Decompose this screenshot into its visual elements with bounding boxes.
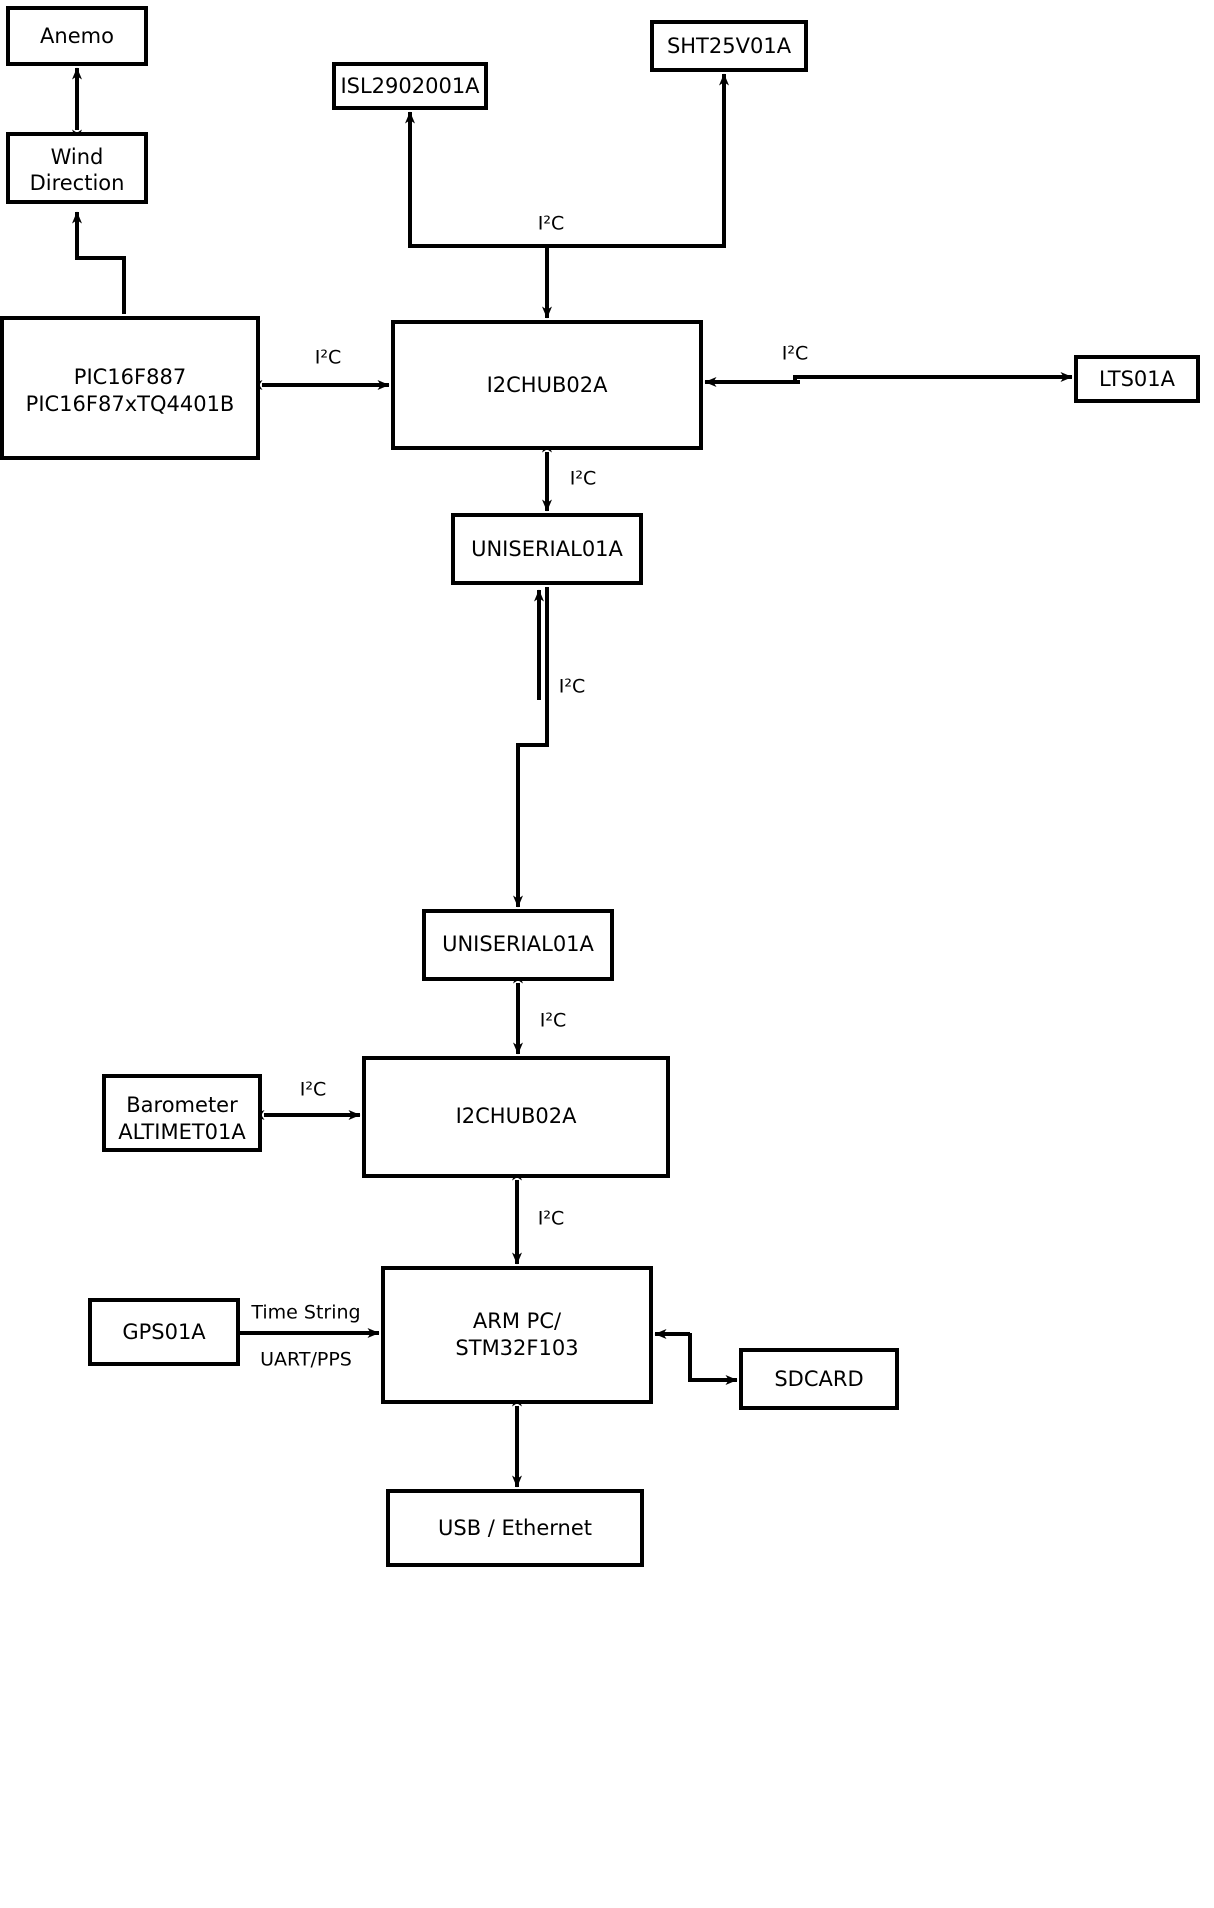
node-label-i2chub02a: I2CHUB02A xyxy=(456,1104,578,1128)
node-box[interactable] xyxy=(739,1348,899,1410)
edge-path-down xyxy=(513,587,549,908)
node-box[interactable] xyxy=(0,316,260,460)
node-label-anemo: Anemo xyxy=(40,24,114,48)
node-uniserial01a-lower[interactable]: UNISERIAL01A xyxy=(422,909,614,981)
node-isl2902001a[interactable]: ISL2902001A xyxy=(332,62,488,110)
node-label-wind-line2: Direction xyxy=(30,171,125,195)
node-gps01a[interactable]: GPS01A xyxy=(88,1298,240,1366)
node-label-i2chub02a: I2CHUB02A xyxy=(487,373,609,397)
node-box[interactable] xyxy=(1074,355,1200,403)
edge-label-i2c: I²C xyxy=(300,1079,327,1101)
node-label-uniserial01a: UNISERIAL01A xyxy=(471,537,623,561)
node-label-pic-line2: PIC16F87xTQ4401B xyxy=(26,392,235,416)
node-label-isl2902001a: ISL2902001A xyxy=(340,74,480,98)
node-box[interactable] xyxy=(88,1298,240,1366)
node-label-uniserial01a: UNISERIAL01A xyxy=(442,932,594,956)
node-box[interactable] xyxy=(451,513,643,585)
edge-i2chub-top-bus-to-sensors: I²C xyxy=(405,73,729,319)
node-uniserial01a-upper[interactable]: UNISERIAL01A xyxy=(451,513,643,585)
node-box[interactable] xyxy=(386,1489,644,1567)
node-label-wind-line1: Wind xyxy=(51,145,104,169)
node-i2chub02a-top[interactable]: I2CHUB02A xyxy=(391,320,703,450)
edge-label-i2c: I²C xyxy=(559,676,586,698)
node-i2chub02a-bottom[interactable]: I2CHUB02A xyxy=(362,1056,670,1178)
node-sdcard[interactable]: SDCARD xyxy=(739,1348,899,1410)
edge-i2chub-bottom-to-arm-pc: I²C xyxy=(512,1168,565,1265)
edge-i2chub-top-to-lts01a: I²C xyxy=(704,343,1073,387)
edge-i2chub-top-to-uniserial-1: I²C xyxy=(542,440,597,512)
node-label-barometer-line2: ALTIMET01A xyxy=(118,1120,246,1144)
node-label-sht25v01a: SHT25V01A xyxy=(667,34,792,58)
edge-path-to-sdcard xyxy=(688,1333,738,1385)
node-label-gps01a: GPS01A xyxy=(122,1320,206,1344)
edge-barometer-to-i2chub-bottom: I²C xyxy=(252,1079,361,1120)
node-wind-direction[interactable]: Wind Direction xyxy=(6,132,148,204)
node-lts01a[interactable]: LTS01A xyxy=(1074,355,1200,403)
node-box[interactable] xyxy=(6,132,148,204)
node-box[interactable] xyxy=(102,1074,262,1152)
edge-label-i2c: I²C xyxy=(315,347,342,369)
node-box[interactable] xyxy=(332,62,488,110)
edge-label-i2c: I²C xyxy=(538,213,565,235)
node-box[interactable] xyxy=(391,320,703,450)
node-label-usb-ethernet: USB / Ethernet xyxy=(438,1516,592,1540)
node-usb-ethernet[interactable]: USB / Ethernet xyxy=(386,1489,644,1567)
edge-label-i2c: I²C xyxy=(570,468,597,490)
node-label-pic-line1: PIC16F887 xyxy=(74,365,186,389)
node-sht25v01a[interactable]: SHT25V01A xyxy=(650,20,808,72)
node-label-sdcard: SDCARD xyxy=(774,1367,863,1391)
node-box[interactable] xyxy=(381,1266,653,1404)
edge-uniserial-2-to-i2chub-bottom: I²C xyxy=(513,971,567,1055)
edge-label-i2c: I²C xyxy=(540,1010,567,1032)
edge-label-time-string: Time String xyxy=(250,1302,360,1324)
node-anemo[interactable]: Anemo xyxy=(6,6,148,66)
node-label-armpc-line1: ARM PC/ xyxy=(473,1309,562,1333)
edge-label-i2c: I²C xyxy=(538,1208,565,1230)
node-box[interactable] xyxy=(362,1056,670,1178)
node-label-barometer-line1: Barometer xyxy=(126,1093,238,1117)
node-barometer-altimet01a[interactable]: Barometer ALTIMET01A xyxy=(102,1074,262,1152)
node-box[interactable] xyxy=(422,909,614,981)
node-pic-microcontroller[interactable]: PIC16F887 PIC16F87xTQ4401B xyxy=(0,316,260,460)
edge-path xyxy=(72,211,126,314)
node-label-armpc-line2: STM32F103 xyxy=(455,1336,578,1360)
edge-gps-to-arm-pc: Time String UART/PPS xyxy=(240,1302,380,1371)
node-box[interactable] xyxy=(6,6,148,66)
edge-pic-to-wind-direction xyxy=(72,211,126,314)
edge-label-uart-pps: UART/PPS xyxy=(260,1349,352,1371)
edge-pic-to-i2chub-top: I²C xyxy=(250,347,390,390)
node-arm-pc-stm32f103[interactable]: ARM PC/ STM32F103 xyxy=(381,1266,653,1404)
edge-uniserial-1-to-uniserial-2: I²C xyxy=(513,587,586,908)
node-box[interactable] xyxy=(650,20,808,72)
edge-arm-pc-to-sdcard xyxy=(654,1329,738,1385)
node-label-lts01a: LTS01A xyxy=(1099,367,1176,391)
edge-label-i2c: I²C xyxy=(782,343,809,365)
